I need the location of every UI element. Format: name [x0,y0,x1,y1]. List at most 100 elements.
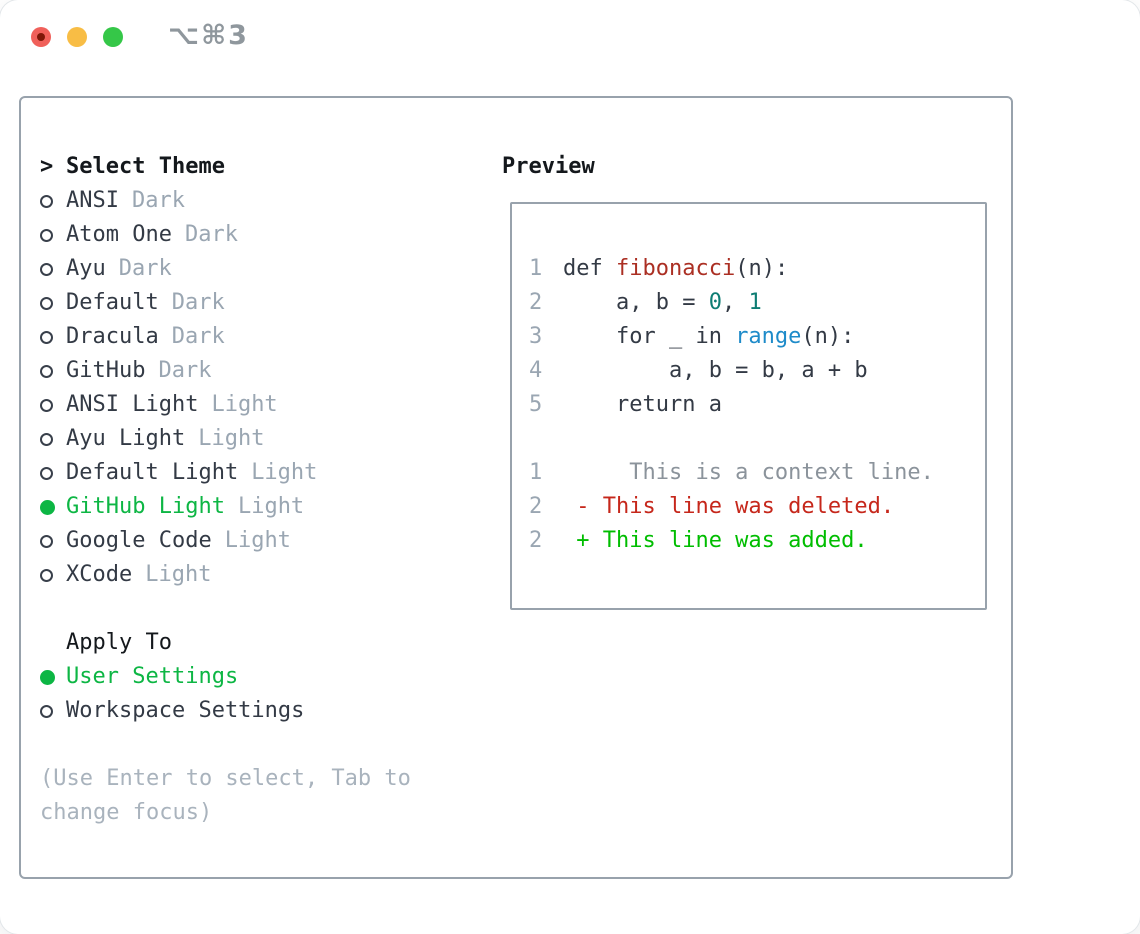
radio-icon [40,499,66,515]
radio-icon [40,466,66,480]
unsaved-dot-icon [37,33,45,41]
code-line: 1 def fibonacci(n): [529,252,975,286]
prompt-caret-icon: > [40,154,54,179]
apply-to-title: Apply To [66,630,172,655]
radio-icon [40,296,66,310]
theme-variant-badge: Light [198,426,265,451]
code-segment: , [721,290,749,315]
code-segment: 1 [748,290,762,315]
line-number: 1 [529,256,543,281]
line-number: 4 [529,358,543,383]
option-label: ANSI Light [66,392,199,417]
theme-variant-badge: Light [237,494,305,519]
code-segment: (n): [801,324,855,349]
code-line: 5 return a [529,388,975,422]
option-label: Ayu [66,256,106,281]
option-label: Google Code [66,528,212,553]
close-button[interactable] [31,27,51,47]
option-label: ANSI [66,188,119,213]
theme-variant-badge: Dark [131,188,185,213]
code-segment: + This line was added. [563,528,868,553]
preview-title: Preview [502,154,595,179]
hint-line-2: change focus) [40,800,213,825]
radio-icon [40,228,66,242]
theme-option[interactable]: ANSI Dark [40,184,411,218]
theme-variant-badge: Light [224,528,291,553]
line-number: 2 [529,290,543,315]
code-segment: range [735,324,802,349]
radio-icon [40,432,66,446]
theme-variant-badge: Dark [118,256,172,281]
option-label: Ayu Light [66,426,186,451]
radio-icon [40,262,66,276]
code-line: 1 This is a context line. [529,456,975,490]
theme-variant-badge: Light [251,460,318,485]
theme-option[interactable]: Google Code Light [40,524,411,558]
radio-icon [40,398,66,412]
theme-option[interactable]: Dracula Dark [40,320,411,354]
radio-icon [40,669,66,685]
code-segment: fibonacci [615,256,736,281]
theme-variant-badge: Light [211,392,278,417]
apply-to-option[interactable]: User Settings [40,660,411,694]
radio-icon [40,364,66,378]
apply-to-header: Apply To [40,626,411,660]
radio-icon [40,330,66,344]
option-label: User Settings [66,664,239,689]
minimize-button[interactable] [67,27,87,47]
theme-option[interactable]: Ayu Dark [40,252,411,286]
code-segment: 0 [708,290,722,315]
line-number: 2 [529,494,543,519]
option-label: Default Light [66,460,239,485]
option-label: Dracula [66,324,159,349]
line-number: 5 [529,392,543,417]
code-line: 2 a, b = 0, 1 [529,286,975,320]
theme-option[interactable]: Default Dark [40,286,411,320]
select-theme-title: Select Theme [66,154,225,179]
apply-to-option[interactable]: Workspace Settings [40,694,411,728]
spacer [40,728,411,762]
code-line: 2 + This line was added. [529,524,975,558]
hint-line-1: (Use Enter to select, Tab to [40,766,411,791]
radio-icon [40,194,66,208]
theme-option[interactable]: Ayu Light Light [40,422,411,456]
theme-option[interactable]: ANSI Light Light [40,388,411,422]
code-segment: for _ in [563,324,736,349]
theme-variant-badge: Light [145,562,212,587]
spacer [40,592,411,626]
option-label: Default [66,290,159,315]
code-line: 2 - This line was deleted. [529,490,975,524]
option-label: GitHub Light [66,494,225,519]
radio-icon [40,534,66,548]
line-number: 1 [529,460,543,485]
code-segment: def [563,256,616,281]
theme-option[interactable]: GitHub Light Light [40,490,411,524]
theme-option[interactable]: GitHub Dark [40,354,411,388]
line-number: 2 [529,528,543,553]
theme-variant-badge: Dark [171,290,225,315]
select-theme-header: > Select Theme [40,150,411,184]
theme-variant-badge: Dark [171,324,225,349]
code-line: 3 for _ in range(n): [529,320,975,354]
code-segment: This is a context line. [563,460,934,485]
radio-icon [40,704,66,718]
code-segment: return a [563,392,722,417]
zoom-button[interactable] [103,27,123,47]
code-segment: (n): [735,256,789,281]
code-segment: a, b = b, a + b [563,358,868,383]
option-label: GitHub [66,358,146,383]
option-label: Workspace Settings [66,698,305,723]
theme-variant-badge: Dark [158,358,212,383]
option-label: Atom One [66,222,172,247]
code-line [529,422,975,456]
theme-option[interactable]: Default Light Light [40,456,411,490]
